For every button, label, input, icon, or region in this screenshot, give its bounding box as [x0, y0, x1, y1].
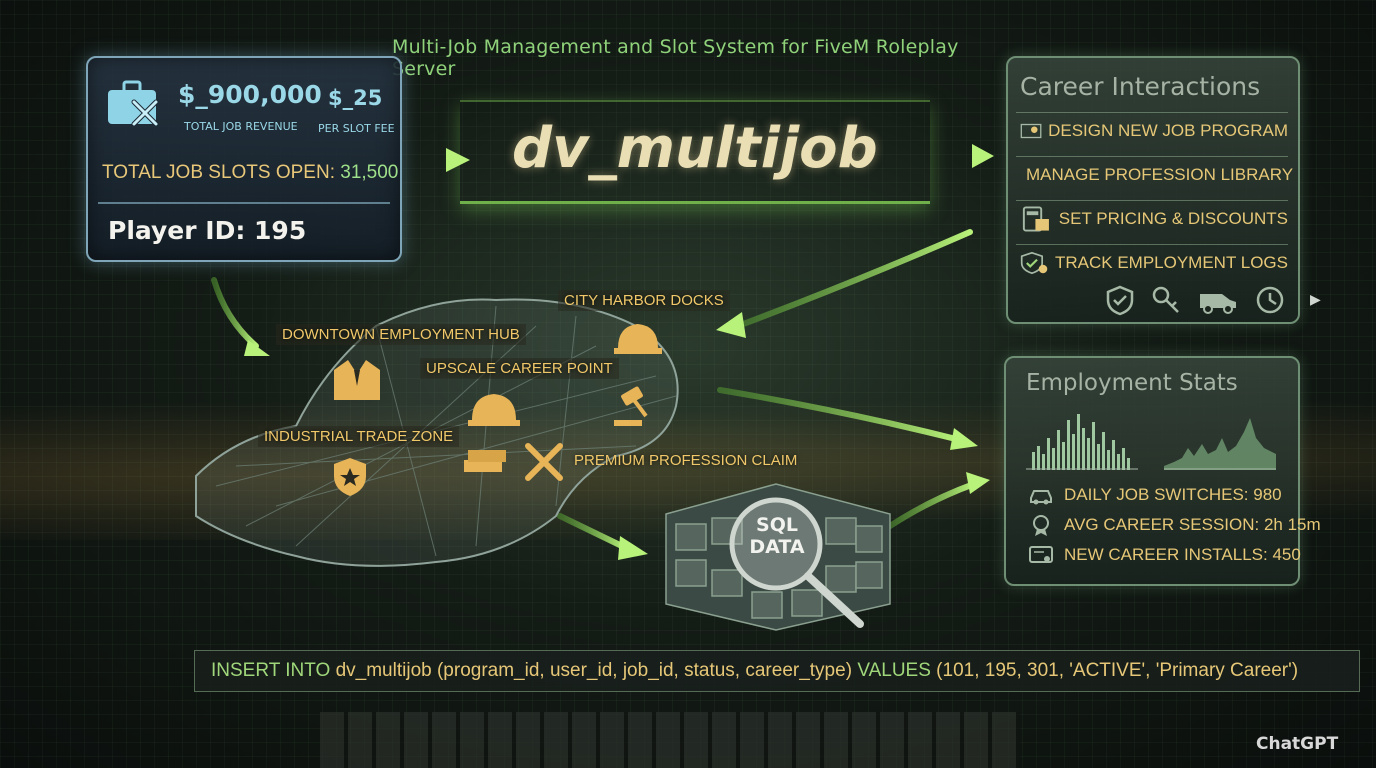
- job-slots-label: TOTAL JOB SLOTS OPEN:: [102, 162, 335, 183]
- track-employment-logs-button[interactable]: TRACK EMPLOYMENT LOGS: [1016, 244, 1288, 280]
- manage-profession-library-button[interactable]: MANAGE PROFESSION LIBRARY: [1016, 156, 1293, 192]
- location-upscale-career-point[interactable]: UPSCALE CAREER POINT: [420, 358, 619, 379]
- slot-fee-value: $_25: [328, 86, 383, 110]
- track-employment-logs-label: TRACK EMPLOYMENT LOGS: [1054, 252, 1288, 272]
- car-icon: [1030, 490, 1052, 505]
- revenue-panel: $_900,000 TOTAL JOB REVENUE $_25 PER SLO…: [86, 56, 402, 262]
- keyboard-graphic: [320, 712, 1020, 768]
- avg-career-session-value: 2h 15m: [1263, 515, 1321, 534]
- career-footer-icons: [1104, 284, 1286, 316]
- total-revenue-label: TOTAL JOB REVENUE: [184, 120, 298, 133]
- sql-statement-bar: INSERT INTO dv_multijob (program_id, use…: [194, 650, 1360, 692]
- data-label: DATA: [749, 536, 805, 558]
- set-pricing-discounts-button[interactable]: SET PRICING & DISCOUNTS: [1016, 200, 1288, 236]
- employment-stats-title: Employment Stats: [1026, 370, 1238, 396]
- slot-fee-label: PER SLOT FEE: [318, 122, 395, 135]
- gavel-icon: [614, 386, 648, 426]
- logo-banner: dv_multijob: [460, 100, 930, 204]
- bar-sparkline-chart: [1026, 414, 1138, 470]
- daily-job-switches-value: 980: [1253, 485, 1282, 504]
- location-city-harbor-docks[interactable]: CITY HARBOR DOCKS: [558, 290, 730, 311]
- manage-profession-library-label: MANAGE PROFESSION LIBRARY: [1026, 164, 1294, 184]
- new-career-installs-row: NEW CAREER INSTALLS: 450: [1028, 544, 1301, 566]
- career-interactions-title: Career Interactions: [1020, 72, 1261, 101]
- total-revenue-value: $_900,000: [178, 80, 322, 109]
- design-new-job-program-label: DESIGN NEW JOB PROGRAM: [1048, 120, 1288, 140]
- medal-icon: [1033, 515, 1049, 536]
- shield-gear-icon: [1020, 251, 1048, 274]
- sql-database-graphic: [665, 483, 891, 631]
- new-career-installs-value: 450: [1272, 545, 1301, 564]
- clock-icon[interactable]: [1254, 284, 1286, 316]
- calculator-icon: [1022, 205, 1049, 232]
- avg-career-session-label: AVG CAREER SESSION:: [1064, 515, 1260, 534]
- new-career-installs-label: NEW CAREER INSTALLS:: [1064, 545, 1268, 564]
- briefcase-wrench-icon: [108, 80, 159, 127]
- subtitle: Multi-Job Management and Slot System for…: [392, 36, 959, 80]
- location-premium-profession-claim[interactable]: PREMIUM PROFESSION CLAIM: [574, 452, 798, 469]
- arrowhead-3: [716, 312, 746, 338]
- player-id: Player ID: 195: [108, 216, 307, 245]
- hard-hat-icon: [614, 324, 662, 354]
- area-sparkline-chart: [1164, 418, 1276, 470]
- location-industrial-trade-zone[interactable]: INDUSTRIAL TRADE ZONE: [258, 426, 460, 447]
- sql-data-label: SQL DATA: [742, 514, 812, 558]
- daily-job-switches-label: DAILY JOB SWITCHES:: [1064, 485, 1249, 504]
- sql-values-keyword: VALUES: [857, 660, 931, 681]
- avg-career-session-row: AVG CAREER SESSION: 2h 15m: [1028, 514, 1321, 536]
- job-slots-open: TOTAL JOB SLOTS OPEN: 31,500: [102, 162, 398, 184]
- van-icon[interactable]: [1196, 284, 1240, 316]
- chevron-right-icon[interactable]: ▶: [1310, 292, 1321, 308]
- sql-insert-keyword: INSERT INTO: [211, 660, 331, 681]
- logo-text: dv_multijob: [512, 116, 878, 181]
- suit-icon: [334, 360, 380, 400]
- employment-stats-panel: Employment Stats DAILY JOB SWITCHES: 980: [1004, 356, 1321, 586]
- key-icon[interactable]: [1150, 284, 1182, 316]
- arrow-career-to-map: [735, 229, 973, 329]
- map-pin-icon: [1020, 123, 1042, 138]
- job-slots-value: 31,500: [340, 162, 399, 183]
- arrowhead-2: [972, 144, 994, 168]
- daily-job-switches-row: DAILY JOB SWITCHES: 980: [1028, 484, 1282, 506]
- tools-icon: [525, 443, 563, 481]
- location-downtown-employment-hub[interactable]: DOWNTOWN EMPLOYMENT HUB: [276, 324, 526, 345]
- hard-hat-icon-2: [468, 394, 520, 426]
- set-pricing-discounts-label: SET PRICING & DISCOUNTS: [1058, 208, 1288, 228]
- panel-divider: [98, 202, 390, 204]
- cash-stack-icon: [464, 450, 506, 472]
- design-new-job-program-button[interactable]: DESIGN NEW JOB PROGRAM: [1016, 112, 1288, 148]
- certificate-icon: [1029, 546, 1053, 563]
- sql-table-columns: dv_multijob (program_id, user_id, job_id…: [335, 660, 853, 681]
- badge-shield-icon: [334, 458, 366, 496]
- career-interactions-panel: Career Interactions DESIGN NEW JOB PROGR…: [1006, 56, 1300, 324]
- sql-label: SQL: [756, 514, 798, 536]
- shield-check-icon[interactable]: [1104, 284, 1136, 316]
- sql-values-list: (101, 195, 301, 'ACTIVE', 'Primary Caree…: [936, 660, 1299, 681]
- watermark: ChatGPT: [1256, 734, 1339, 754]
